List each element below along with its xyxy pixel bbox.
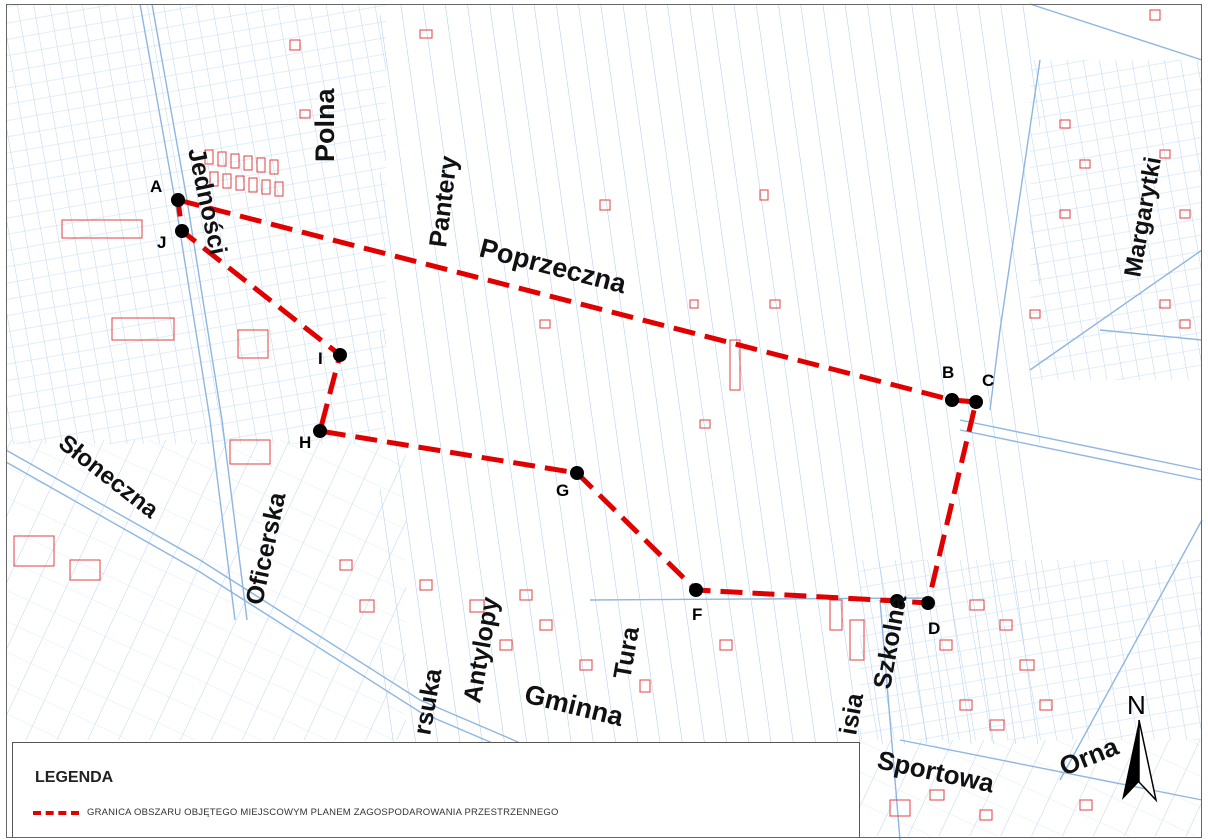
point-f-marker — [689, 583, 703, 597]
point-g-marker — [570, 466, 584, 480]
north-arrow-icon: N — [1122, 690, 1158, 803]
point-b-marker — [945, 393, 959, 407]
parcel-grid — [6, 4, 1202, 838]
point-h-marker — [313, 424, 327, 438]
point-j-marker — [175, 224, 189, 238]
point-e-marker — [890, 594, 904, 608]
point-j-label: J — [157, 233, 166, 252]
point-f-label: F — [692, 605, 702, 624]
legend-item-label: GRANICA OBSZARU OBJĘTEGO MIEJSCOWYM PLAN… — [87, 807, 559, 818]
point-a-label: A — [150, 177, 162, 196]
point-a-marker — [171, 193, 185, 207]
point-g-label: G — [556, 481, 569, 500]
legend-panel: LEGENDA GRANICA OBSZARU OBJĘTEGO MIEJSCO… — [12, 742, 860, 838]
boundary-points — [171, 193, 983, 610]
buildings — [13, 9, 1191, 821]
point-d-marker — [921, 596, 935, 610]
north-label: N — [1127, 690, 1146, 720]
point-i-marker — [333, 348, 347, 362]
dashed-line-icon — [33, 810, 79, 815]
legend-title: LEGENDA — [35, 769, 114, 786]
point-i-label: I — [318, 349, 323, 368]
point-d-label: D — [928, 619, 940, 638]
point-b-label: B — [942, 363, 954, 382]
street-polna: Polna — [310, 88, 340, 162]
legend-item-boundary: GRANICA OBSZARU OBJĘTEGO MIEJSCOWYM PLAN… — [33, 807, 559, 818]
point-c-marker — [969, 395, 983, 409]
point-h-label: H — [299, 433, 311, 452]
point-c-label: C — [982, 371, 994, 390]
point-labels: A B C D F G H I J — [150, 177, 994, 638]
